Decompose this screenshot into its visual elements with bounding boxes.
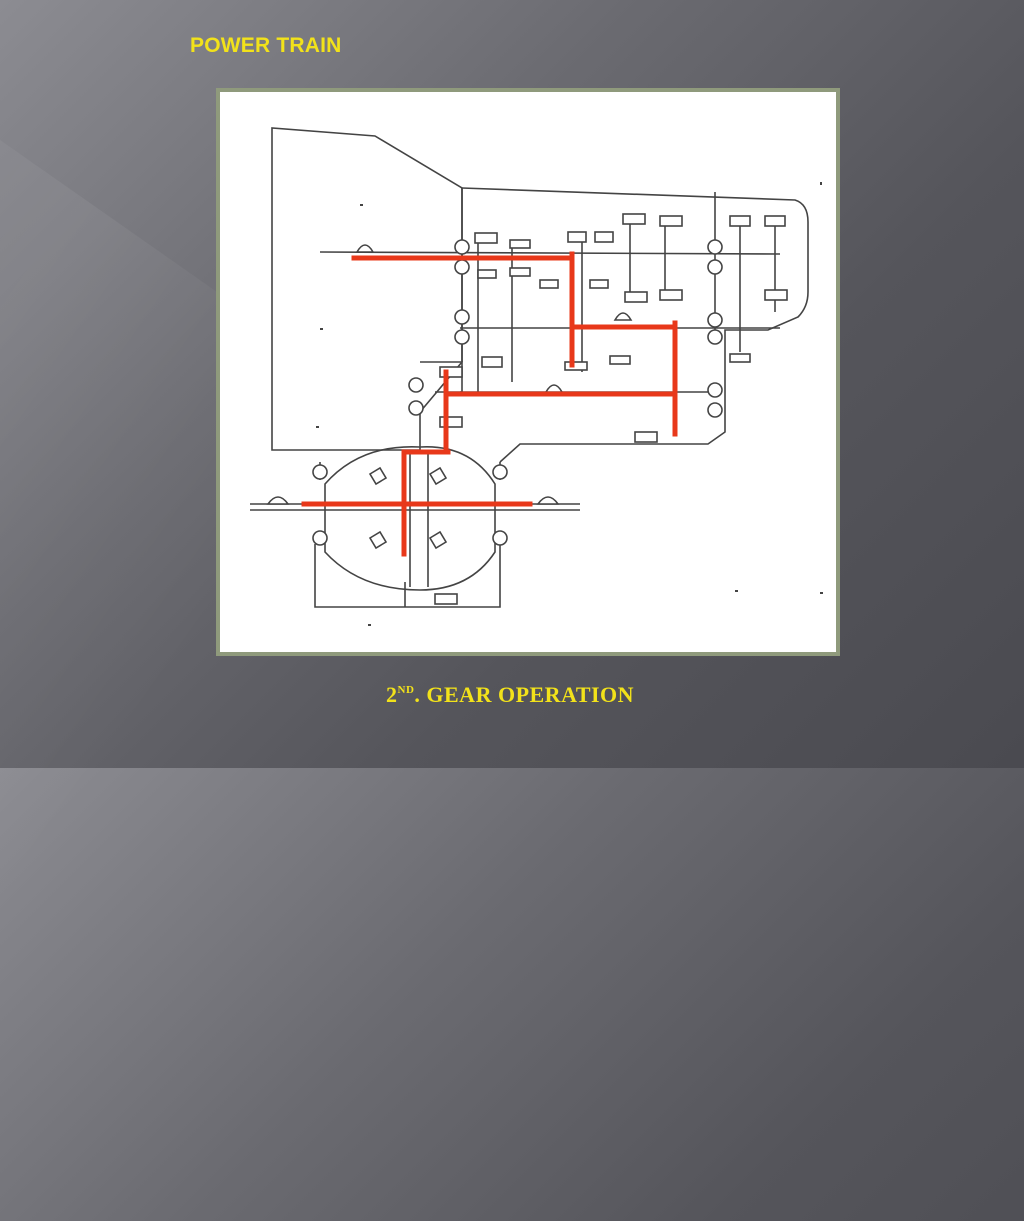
slide-title: POWER TRAIN bbox=[190, 34, 342, 57]
caption-text: . GEAR OPERATION bbox=[414, 682, 635, 707]
diagram-frame bbox=[216, 88, 840, 656]
caption-number: 2 bbox=[386, 682, 398, 707]
power-flow-path bbox=[301, 251, 678, 557]
diagram-specks bbox=[316, 182, 823, 626]
diagram-canvas bbox=[220, 92, 836, 652]
gear-train-diagram bbox=[250, 127, 823, 626]
caption-superscript: ND bbox=[397, 684, 415, 696]
housing-outline bbox=[250, 127, 809, 608]
diagram-caption: 2ND. GEAR OPERATION bbox=[386, 682, 634, 708]
gear-elements bbox=[266, 213, 788, 605]
